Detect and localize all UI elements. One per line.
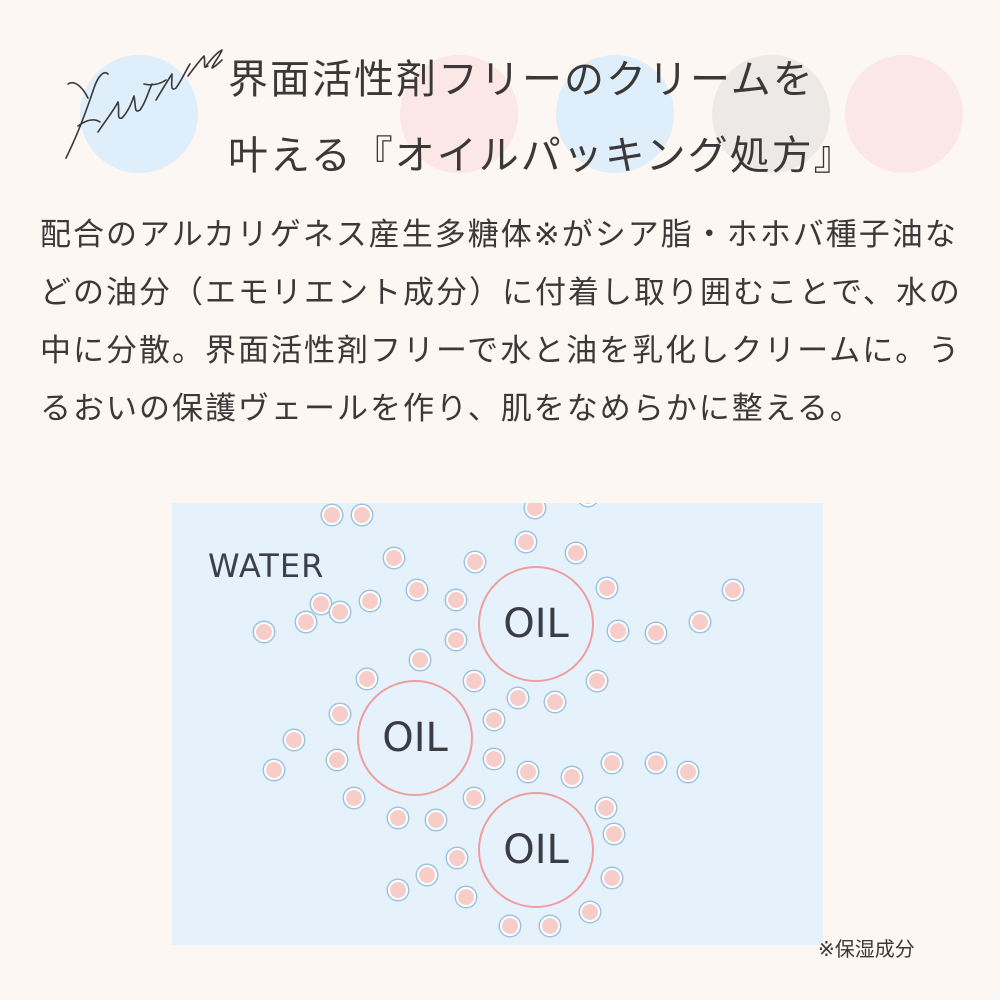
polysaccharide-particle (407, 580, 427, 600)
polysaccharide-particle (608, 621, 628, 641)
polysaccharide-particle (284, 730, 304, 750)
oil-packing-diagram: WATER OIL OIL OIL (172, 503, 823, 945)
polysaccharide-particle (540, 916, 560, 936)
polysaccharide-particle (646, 753, 666, 773)
polysaccharide-particle (327, 750, 347, 770)
polysaccharide-particle (578, 503, 598, 506)
oil-droplet: OIL (478, 792, 594, 908)
polysaccharide-particle (426, 810, 446, 830)
polysaccharide-particle (596, 798, 616, 818)
polysaccharide-particle (678, 762, 698, 782)
footnote: ※保湿成分 (818, 937, 915, 961)
polysaccharide-particle (484, 749, 504, 769)
polysaccharide-particle (525, 503, 545, 518)
polysaccharide-particle (456, 887, 476, 907)
polysaccharide-particle (597, 578, 617, 598)
oil-droplet: OIL (357, 680, 473, 796)
polysaccharide-particle (516, 532, 536, 552)
polysaccharide-particle (254, 622, 274, 642)
polysaccharide-particle (330, 602, 350, 622)
polysaccharide-particle (388, 808, 408, 828)
oil-droplet: OIL (478, 566, 594, 682)
polysaccharide-particle (296, 612, 316, 632)
decorative-circle (712, 55, 830, 173)
polysaccharide-particle (690, 612, 710, 632)
polysaccharide-particle (723, 580, 743, 600)
polysaccharide-particle (518, 762, 538, 782)
decorative-circle (845, 55, 963, 173)
polysaccharide-particle (646, 623, 666, 643)
decorative-circle (400, 55, 518, 173)
headline-line-1: 界面活性剤フリーのクリームを (228, 57, 815, 103)
polysaccharide-particle (602, 753, 622, 773)
polysaccharide-particle (410, 650, 430, 670)
polysaccharide-particle (388, 880, 408, 900)
polysaccharide-particle (417, 865, 437, 885)
polysaccharide-particle (580, 902, 600, 922)
polysaccharide-particle (311, 594, 331, 614)
polysaccharide-particle (587, 671, 607, 691)
polysaccharide-particle (447, 848, 467, 868)
polysaccharide-particle (545, 692, 565, 712)
polysaccharide-particle (465, 552, 485, 572)
polysaccharide-particle (484, 710, 504, 730)
polysaccharide-particle (352, 505, 372, 525)
feature-script-logo (65, 49, 223, 159)
polysaccharide-particle (360, 591, 380, 611)
polysaccharide-particle (508, 688, 528, 708)
polysaccharide-particle (264, 760, 284, 780)
polysaccharide-particle (500, 916, 520, 936)
polysaccharide-particle (384, 548, 404, 568)
polysaccharide-particle (566, 543, 586, 563)
headline-line-2: 叶える『オイルパッキング処方』 (228, 133, 856, 179)
polysaccharide-particle (602, 868, 622, 888)
decorative-circle (556, 55, 674, 173)
polysaccharide-particle (344, 788, 364, 808)
polysaccharide-particle (322, 505, 342, 525)
polysaccharide-particle (446, 590, 466, 610)
polysaccharide-particle (604, 824, 624, 844)
polysaccharide-particle (357, 669, 377, 689)
decorative-circle (80, 55, 198, 173)
water-label: WATER (208, 547, 325, 585)
polysaccharide-particle (464, 788, 484, 808)
polysaccharide-particle (464, 671, 484, 691)
polysaccharide-particle (562, 767, 582, 787)
body-paragraph: 配合のアルカリゲネス産生多糖体※がシア脂・ホホバ種子油などの油分（エモリエント成… (40, 217, 962, 427)
polysaccharide-particle (330, 704, 350, 724)
polysaccharide-particle (446, 630, 466, 650)
